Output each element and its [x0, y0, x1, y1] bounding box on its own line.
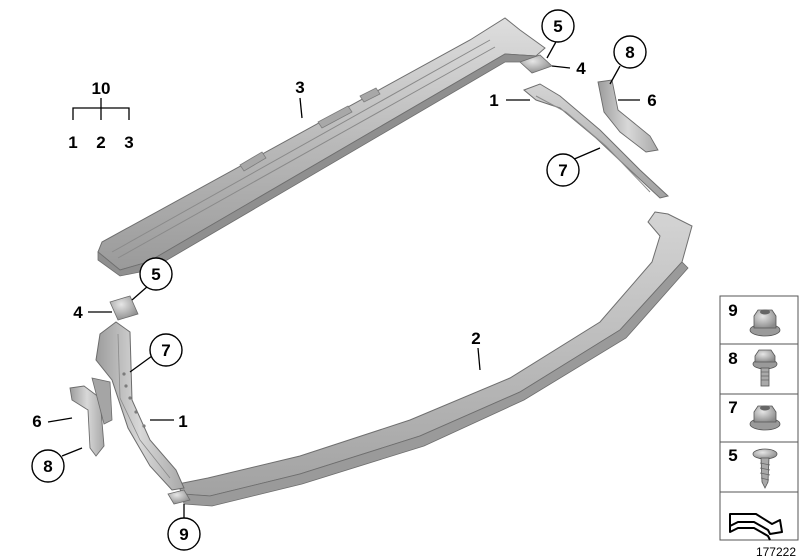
assembly-member-2: 2: [96, 133, 105, 152]
legend-number-9: 9: [728, 301, 737, 320]
callout-part1-top: 1: [489, 91, 498, 110]
assembly-number: 10: [92, 79, 111, 98]
legend-number-5: 5: [728, 446, 737, 465]
tapping-screw-icon: [752, 448, 778, 489]
leader-part7-top: [571, 147, 601, 161]
collar-nut-icon: [749, 405, 781, 431]
drawing-number: 177222: [756, 545, 796, 559]
hex-bolt-icon: [752, 349, 778, 387]
callout-part6-top: 6: [647, 91, 656, 110]
flange-nut-icon: [749, 309, 781, 337]
callout-part5-left: 5: [151, 265, 160, 284]
leader-part8-left: [61, 447, 83, 457]
callout-part8-left: 8: [43, 457, 52, 476]
part-4-bracket-left: [109, 295, 139, 321]
circle-part7-top: [546, 153, 580, 187]
circle-part9-bottom: [167, 517, 201, 551]
part-6-top-bracket: [597, 79, 659, 153]
fastener-legend: 9 8 7 5: [719, 295, 799, 541]
callout-part2: 2: [471, 329, 480, 348]
assembly-member-3: 3: [124, 133, 133, 152]
part-6-left-bracket: [69, 377, 113, 457]
leader-part7-left: [129, 355, 153, 373]
callout-part5-top: 5: [553, 17, 562, 36]
part-3-upper-trim: [97, 17, 546, 277]
arrow-symbol-icon: [729, 513, 783, 541]
leader-part5-left: [131, 285, 149, 301]
circle-part5-top: [541, 9, 575, 43]
callout-part4-top: 4: [576, 59, 586, 78]
callout-part3: 3: [295, 78, 304, 97]
callout-part6-left: 6: [32, 412, 41, 431]
callout-part7-left: 7: [161, 341, 170, 360]
circle-part8-left: [31, 449, 65, 483]
part-1-left-pillar: [95, 321, 185, 491]
legend-number-7: 7: [728, 398, 737, 417]
part-2-lower-arc: [177, 211, 693, 507]
leader-part6-left: [47, 417, 73, 423]
callout-part8-top: 8: [625, 43, 634, 62]
leader-part5-top: [546, 39, 558, 59]
circle-part8-top: [613, 35, 647, 69]
leader-part8-top: [609, 65, 621, 85]
callout-part9-bottom: 9: [179, 525, 188, 544]
assembly-member-1: 1: [68, 133, 77, 152]
circle-part5-left: [139, 257, 173, 291]
leader-part4-top: [551, 65, 571, 69]
circle-part7-left: [149, 333, 183, 367]
part-9-clip: [167, 489, 191, 505]
callout-part7-top: 7: [558, 161, 567, 180]
part-1-top-strip: [523, 83, 670, 199]
leader-part3-top: [299, 97, 303, 119]
assembly-bracket: [72, 98, 130, 120]
legend-number-8: 8: [728, 349, 737, 368]
assembly-group-label: 10 1 2 3: [68, 79, 133, 152]
callout-part4-left: 4: [73, 303, 83, 322]
callout-part1-left: 1: [178, 412, 187, 431]
leader-part2: [477, 347, 481, 371]
